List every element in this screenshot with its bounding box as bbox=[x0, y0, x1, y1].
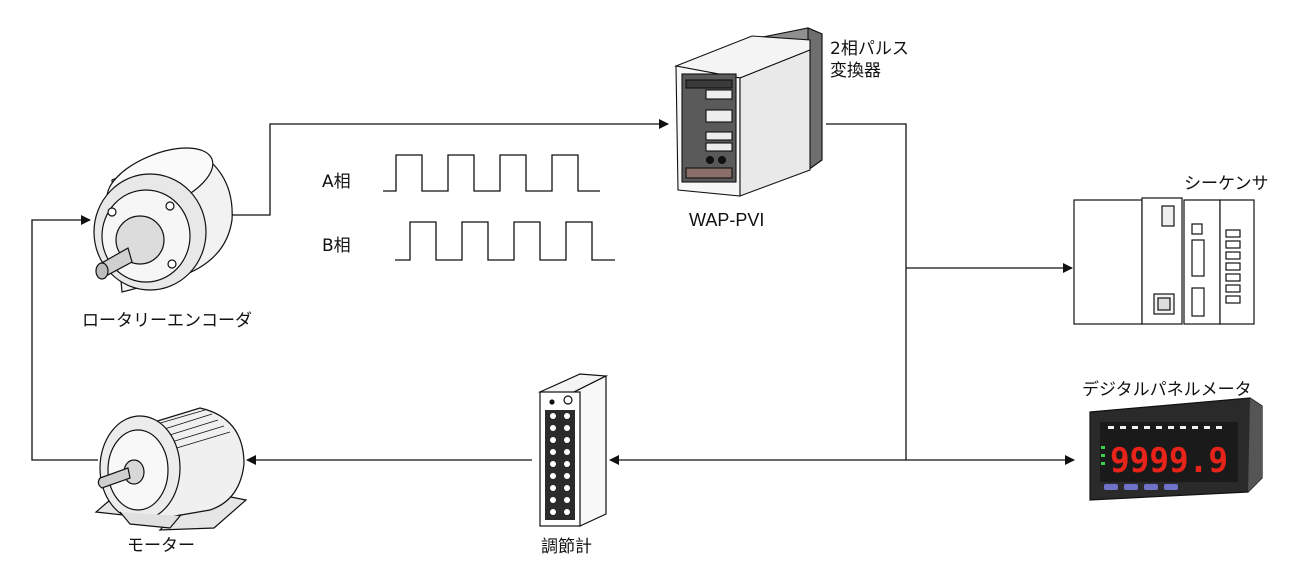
phase-a-label: A相 bbox=[322, 172, 351, 192]
motor-illustration bbox=[94, 407, 248, 531]
rotary-encoder-illustration bbox=[93, 147, 233, 293]
sequencer-illustration bbox=[1073, 197, 1255, 325]
motor-label: モーター bbox=[127, 536, 195, 556]
converter-model-label: WAP-PVI bbox=[689, 210, 765, 230]
converter-name-label: 2相パルス 変換器 bbox=[830, 39, 909, 82]
line-motor-to-encoder bbox=[31, 215, 98, 461]
pulse-waveform-a bbox=[383, 154, 600, 192]
panel-meter-label: デジタルパネルメータ bbox=[1082, 380, 1252, 400]
pulse-waveform-b bbox=[395, 221, 615, 261]
panel-meter-illustration: 9999.9 bbox=[1089, 397, 1263, 501]
connection-lines bbox=[31, 119, 1075, 465]
controller-illustration bbox=[537, 373, 609, 527]
encoder-label: ロータリーエンコーダ bbox=[82, 311, 252, 331]
meter-button-1 bbox=[1104, 484, 1118, 490]
sequencer-label: シーケンサ bbox=[1184, 174, 1269, 194]
meter-button-3 bbox=[1144, 484, 1158, 490]
meter-button-4 bbox=[1164, 484, 1178, 490]
line-encoder-to-converter bbox=[228, 119, 669, 216]
line-converter-output bbox=[826, 123, 907, 460]
converter-illustration bbox=[674, 27, 823, 197]
meter-button-2 bbox=[1124, 484, 1138, 490]
phase-b-label: B相 bbox=[322, 236, 351, 256]
controller-label: 調節計 bbox=[541, 537, 592, 557]
meter-digit-display: 9999.9 bbox=[1110, 441, 1228, 481]
